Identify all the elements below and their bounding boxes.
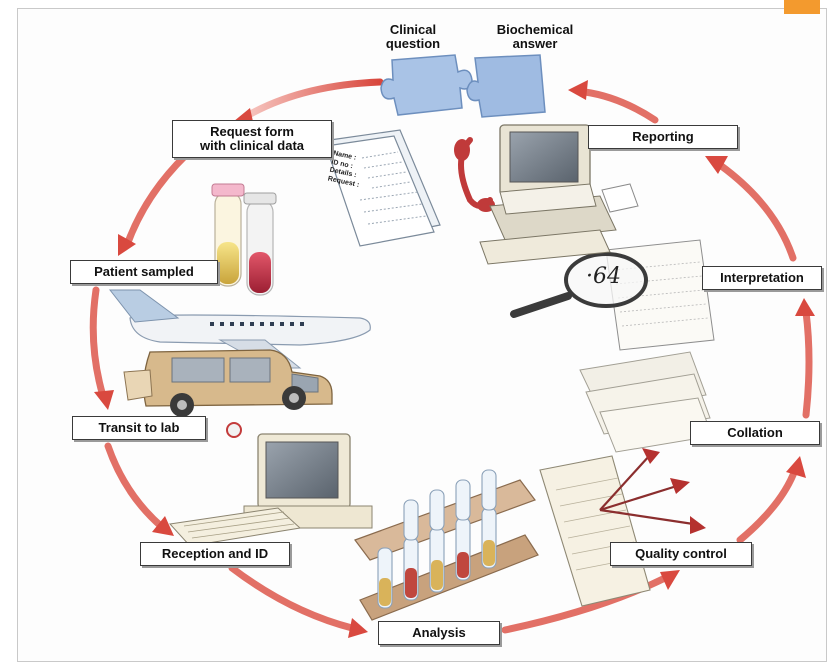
arrow-qc-to-collation — [736, 466, 799, 544]
form-icon — [325, 129, 441, 247]
stage-patient-sampled: Patient sampled — [70, 260, 218, 284]
arrow-request-to-patient — [123, 151, 190, 249]
stage-request-form: Request form with clinical data — [172, 120, 332, 158]
arrow-transit-to-reception — [104, 442, 166, 531]
cycle-arrows — [89, 78, 815, 638]
stage-reception-and-id: Reception and ID — [140, 542, 290, 566]
label-biochemical-answer: Biochemical answer — [496, 22, 574, 51]
arrow-collation-to-interpretation — [802, 308, 813, 419]
test-tube-rack-icon — [354, 469, 539, 621]
stage-reporting: Reporting — [588, 125, 738, 149]
arrow-interpretation-to-reporting — [716, 161, 797, 262]
arrowhead — [348, 618, 368, 638]
label-clinical-question: Clinical question — [385, 22, 441, 51]
van-icon — [123, 349, 333, 438]
arrowhead — [94, 390, 114, 410]
printer-icon — [479, 124, 639, 265]
stage-quality-control: Quality control — [610, 542, 752, 566]
magnifier-icon — [510, 239, 715, 351]
arrowhead — [118, 234, 136, 256]
arrowhead — [705, 156, 728, 174]
arrowhead — [795, 298, 815, 316]
arrowhead — [786, 456, 806, 478]
computer-icon — [168, 433, 373, 547]
magnifier-reading: ·64 — [586, 264, 621, 289]
arrow-question-to-request — [241, 78, 384, 121]
arrow-reception-to-analysis — [228, 564, 356, 632]
target-chart-icon — [539, 448, 706, 607]
stage-interpretation: Interpretation — [702, 266, 822, 290]
stage-analysis: Analysis — [378, 621, 500, 645]
arrow-reporting-to-answer — [581, 88, 659, 124]
paper-stack-icon — [579, 351, 713, 453]
accent-tab — [784, 0, 820, 14]
puzzle-piece-icon — [380, 54, 546, 118]
telephone-icon — [454, 137, 495, 212]
arrowhead — [568, 80, 588, 100]
arrow-patient-to-transit — [89, 286, 107, 400]
arrowhead — [660, 570, 680, 590]
stage-transit-to-lab: Transit to lab — [72, 416, 206, 440]
arrowhead — [152, 516, 174, 536]
stage-collation: Collation — [690, 421, 820, 445]
test-tube-icon — [211, 183, 277, 296]
